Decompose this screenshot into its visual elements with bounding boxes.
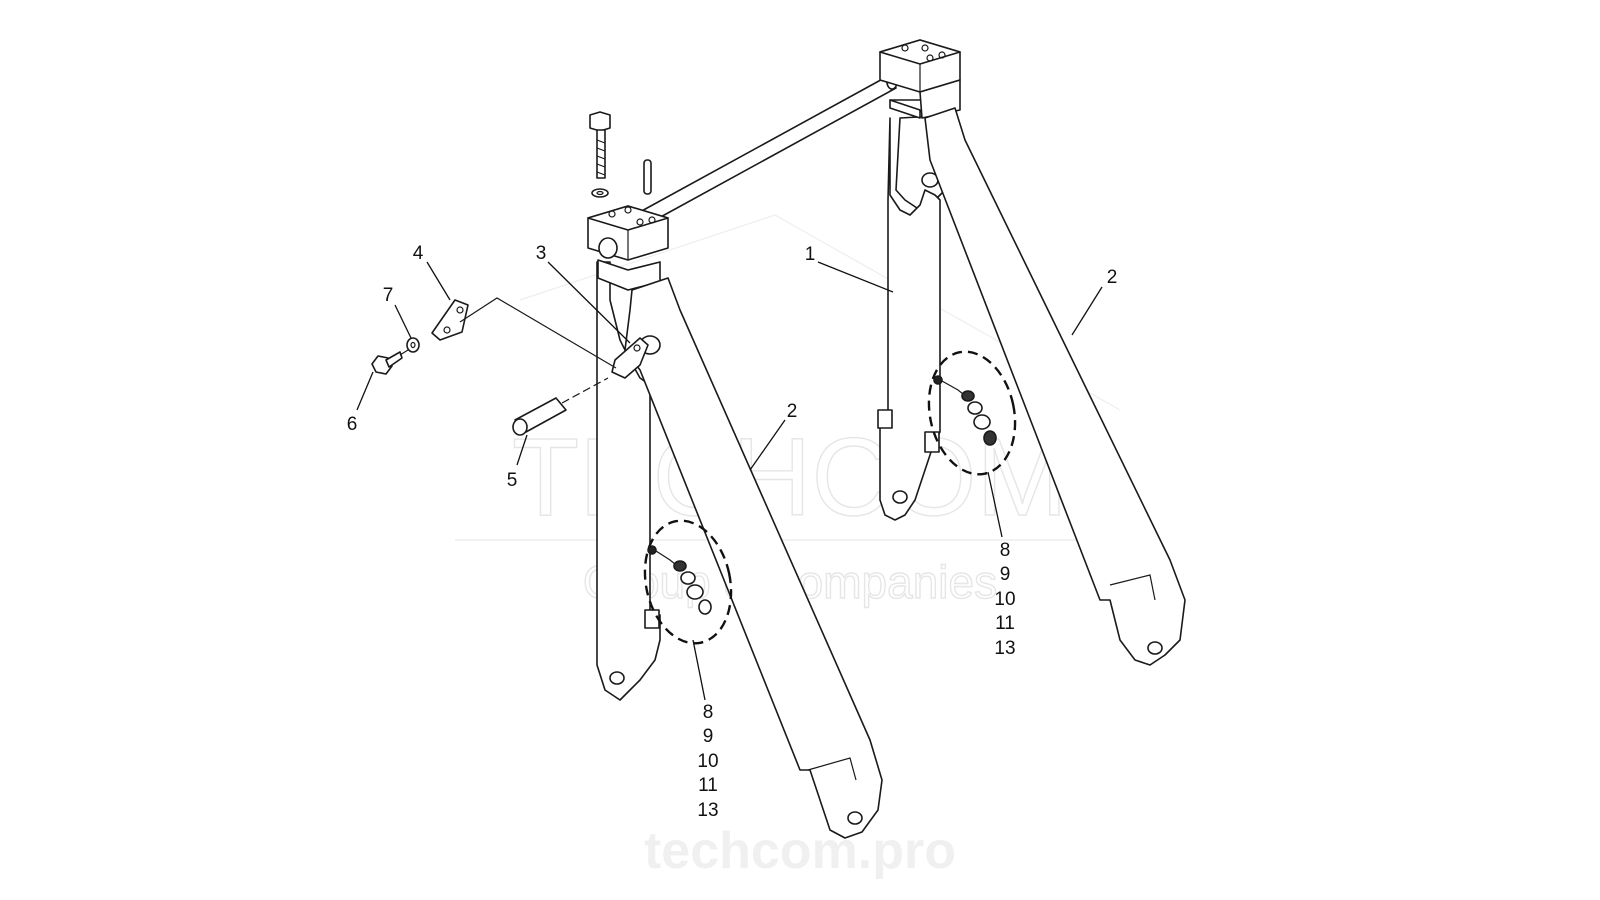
callout-2-left: 2 xyxy=(787,401,798,422)
callout-2-right: 2 xyxy=(1107,267,1118,288)
detail-group-right xyxy=(927,350,1017,476)
callout-group-left-10: 10 xyxy=(697,751,718,772)
watermark-url: techcom.pro xyxy=(644,822,956,880)
callout-group-left-13: 13 xyxy=(697,800,718,821)
strut-right xyxy=(924,107,1186,666)
callout-group-left-11: 11 xyxy=(698,775,718,796)
leader-lines xyxy=(356,261,1103,701)
callout-5: 5 xyxy=(507,470,518,491)
callout-group-right-9: 9 xyxy=(1000,564,1011,585)
callout-group-left-9: 9 xyxy=(703,726,714,747)
callout-group-right-11: 11 xyxy=(995,613,1015,634)
assembly-lines xyxy=(399,297,617,404)
top-dowel-pin xyxy=(643,159,652,195)
callout-group-right-10: 10 xyxy=(994,589,1015,610)
latch-plate xyxy=(611,337,649,379)
washer-part-7 xyxy=(406,337,420,353)
callout-7: 7 xyxy=(383,285,394,306)
callout-4: 4 xyxy=(413,243,424,264)
detail-group-left xyxy=(643,519,733,645)
pin-part-5 xyxy=(512,397,567,436)
cross-rod xyxy=(637,74,898,226)
callouts: 1 2 2 3 4 7 6 5 8 9 10 11 13 8 9 10 11 1… xyxy=(347,243,1118,821)
callout-group-right-13: 13 xyxy=(994,638,1015,659)
callout-6: 6 xyxy=(347,414,358,435)
top-bolt xyxy=(589,111,611,198)
callout-group-left-8: 8 xyxy=(703,702,714,723)
callout-group-right-8: 8 xyxy=(1000,540,1011,561)
callout-1: 1 xyxy=(805,244,816,265)
callout-3: 3 xyxy=(536,243,547,264)
screw-part-6 xyxy=(371,351,403,375)
